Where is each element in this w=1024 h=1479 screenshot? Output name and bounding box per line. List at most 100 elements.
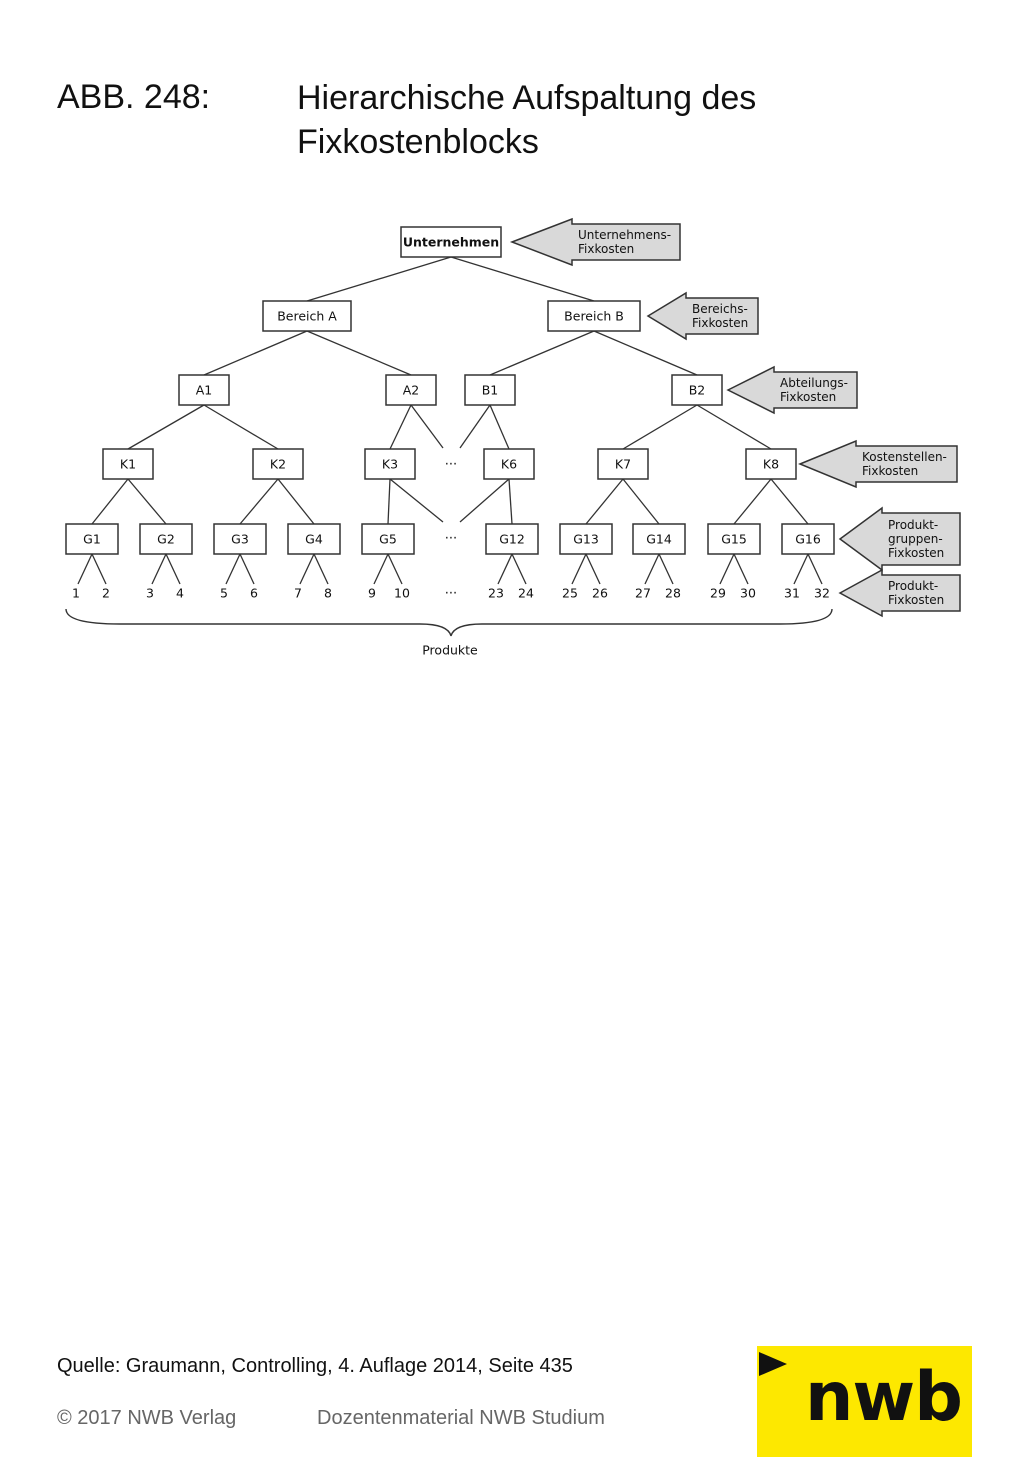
logo-triangle-icon: [759, 1352, 787, 1376]
group-to-product-line: [644, 553, 660, 585]
connector-line: [306, 330, 412, 376]
node-cost-center-k6-label: K6: [501, 457, 517, 472]
connector-line: [622, 404, 698, 450]
product-number: 10: [394, 586, 410, 601]
product-number: 1: [72, 586, 80, 601]
connector-line: [389, 404, 412, 450]
group-to-product-line: [719, 553, 735, 585]
group-to-product-line: [151, 553, 167, 585]
connector-line: [387, 478, 391, 525]
ellipsis-cost-centers: ...: [445, 454, 457, 469]
node-dept-a2-box: [385, 374, 437, 406]
product-number: 2: [102, 586, 110, 601]
node-cost-center-k1-label: K1: [120, 457, 136, 472]
products-brace: [65, 608, 833, 637]
node-area-2-box: [547, 300, 641, 332]
node-dept-b1-box: [464, 374, 516, 406]
connector-line: [489, 330, 595, 376]
node-dept-a1-box: [178, 374, 230, 406]
copyright-notice: © 2017 NWB Verlag: [57, 1407, 237, 1429]
node-group-g2-label: G2: [157, 532, 175, 547]
node-group-g16-label: G16: [795, 532, 821, 547]
node-area-1-label: Bereich A: [277, 309, 337, 324]
group-to-product-line: [807, 553, 823, 585]
node-group-g5-label: G5: [379, 532, 397, 547]
node-group-g12-box: [485, 523, 539, 555]
node-cost-center-k7-label: K7: [615, 457, 631, 472]
node-cost-center-k2-box: [252, 448, 304, 480]
callout-text: Produkt-: [888, 579, 938, 593]
product-number: 9: [368, 586, 376, 601]
product-number: 27: [635, 586, 651, 601]
node-unternehmen-label: Unternehmen: [403, 235, 499, 250]
connector-line: [127, 478, 167, 525]
connector-line: [585, 478, 624, 525]
connector-line: [203, 404, 279, 450]
callout-text: Fixkosten: [578, 242, 634, 256]
group-to-product-line: [387, 553, 403, 585]
product-number: 28: [665, 586, 681, 601]
product-number: 5: [220, 586, 228, 601]
node-dept-b2-label: B2: [689, 383, 706, 398]
group-to-product-line: [299, 553, 315, 585]
product-number: 23: [488, 586, 504, 601]
connector-line: [733, 478, 772, 525]
connector-line: [459, 404, 491, 449]
callout-text: Fixkosten: [692, 316, 748, 330]
ellipsis-groups: ...: [445, 528, 457, 543]
callout-text: Fixkosten: [888, 546, 944, 560]
group-to-product-line: [733, 553, 749, 585]
node-cost-center-k3-box: [364, 448, 416, 480]
connector-line: [593, 330, 698, 376]
node-group-g1-box: [65, 523, 119, 555]
connector-line: [622, 478, 660, 525]
node-group-g14-box: [632, 523, 686, 555]
node-dept-b2-box: [671, 374, 723, 406]
callout-text: Unternehmens-: [578, 228, 671, 242]
product-number: 6: [250, 586, 258, 601]
node-group-g2-box: [139, 523, 193, 555]
node-area-2-label: Bereich B: [564, 309, 624, 324]
product-number: 3: [146, 586, 154, 601]
callout-arrow-1: [509, 217, 681, 267]
product-number: 31: [784, 586, 800, 601]
node-dept-a2-label: A2: [403, 383, 420, 398]
node-group-g1-label: G1: [83, 532, 101, 547]
callout-text: Kostenstellen-: [862, 450, 947, 464]
product-number: 25: [562, 586, 578, 601]
node-cost-center-k3-label: K3: [382, 457, 398, 472]
group-to-product-line: [585, 553, 601, 585]
connector-line: [410, 404, 444, 449]
product-number: 26: [592, 586, 608, 601]
connector-line: [770, 478, 809, 525]
root-to-area-line: [306, 256, 452, 302]
product-number: 32: [814, 586, 830, 601]
node-dept-b1-label: B1: [482, 383, 499, 398]
node-cost-center-k8-label: K8: [763, 457, 779, 472]
group-to-product-line: [91, 553, 107, 585]
callout-text: gruppen-: [888, 532, 943, 546]
node-group-g15-box: [707, 523, 761, 555]
callout-arrow-4: [798, 439, 958, 489]
node-unternehmen-box: [400, 226, 502, 258]
group-to-product-line: [239, 553, 255, 585]
callout-arrow-2: [646, 291, 759, 341]
product-number: 30: [740, 586, 756, 601]
node-group-g4-label: G4: [305, 532, 323, 547]
connector-line: [203, 330, 308, 376]
group-to-product-line: [793, 553, 809, 585]
connector-line: [459, 478, 510, 523]
logo-text: nwb: [805, 1358, 963, 1437]
node-group-g13-box: [559, 523, 613, 555]
connector-line: [696, 404, 772, 450]
node-group-g5-box: [361, 523, 415, 555]
connector-line: [389, 478, 444, 523]
node-group-g4-box: [287, 523, 341, 555]
figure-title: Hierarchische Aufspaltung des Fixkostenb…: [297, 79, 757, 161]
group-to-product-line: [225, 553, 241, 585]
product-number: 24: [518, 586, 534, 601]
group-to-product-line: [77, 553, 93, 585]
products-label: Produkte: [422, 643, 478, 658]
group-to-product-line: [658, 553, 674, 585]
connector-line: [489, 404, 510, 450]
